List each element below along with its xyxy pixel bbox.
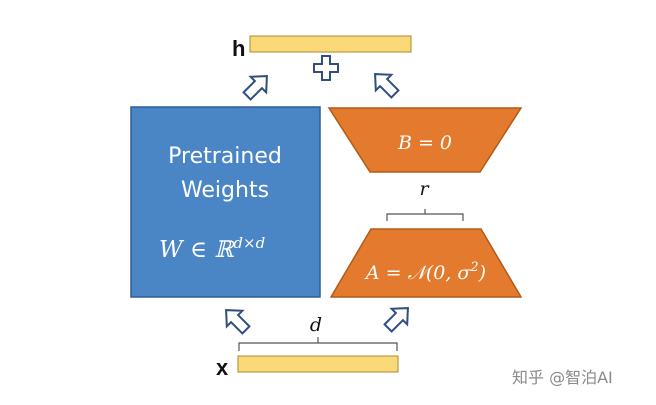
- weights-formula: W ∈ ℝd×d: [159, 234, 265, 263]
- arrow-icon: [242, 75, 268, 101]
- arrow-icon: [225, 309, 251, 335]
- b-formula: B = 0: [397, 132, 452, 154]
- arrow-icon: [374, 73, 400, 99]
- output-bar-h: [249, 35, 412, 53]
- d-brace: [238, 342, 398, 351]
- plus-icon: [313, 55, 339, 81]
- input-bar-x: [237, 355, 399, 373]
- label-x: x: [216, 355, 229, 380]
- label-r: r: [419, 178, 430, 200]
- lora-b-block: [327, 107, 523, 173]
- r-brace: [386, 213, 464, 221]
- label-h: h: [232, 36, 245, 61]
- watermark: 知乎 @智泊AI: [512, 368, 613, 387]
- pretrained-weights-block: [130, 106, 321, 298]
- label-d: d: [310, 314, 322, 336]
- arrow-icon: [383, 307, 409, 333]
- lora-a-block: [329, 228, 523, 298]
- pretrained-label: Pretrained: [168, 144, 282, 169]
- a-formula: A = 𝒩(0, σ2): [364, 260, 486, 284]
- weights-label: Weights: [181, 178, 269, 203]
